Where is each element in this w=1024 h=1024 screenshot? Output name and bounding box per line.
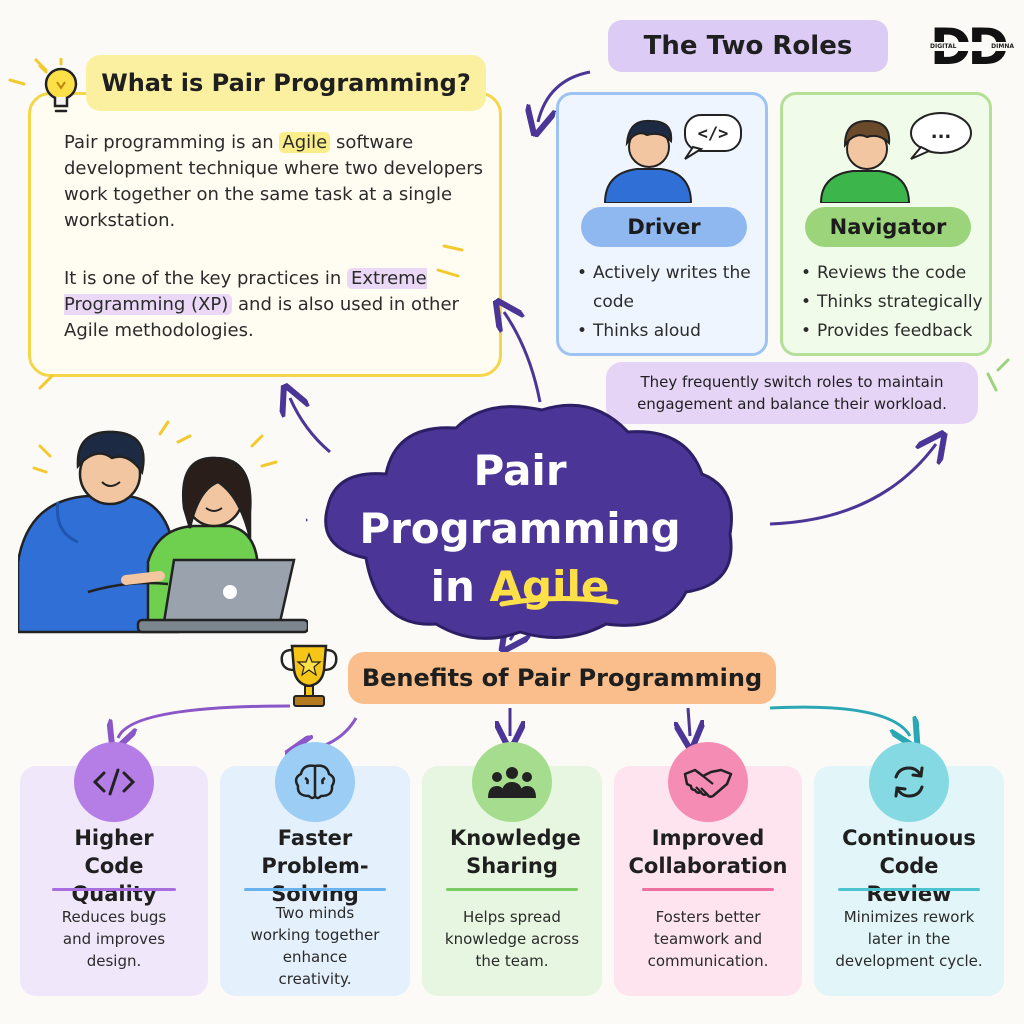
benefit-title: Higher Code Quality (71, 826, 157, 906)
agile-highlight: Agile (279, 132, 331, 153)
definition-paragraph: Pair programming is an Agile software de… (64, 130, 484, 234)
two-roles-title: The Two Roles (608, 20, 888, 72)
benefit-desc: Helps spread knowledge across the team. (444, 908, 580, 970)
lightbulb-icon (38, 58, 78, 113)
arrow-b4 (688, 707, 690, 736)
benefit-underline (446, 888, 578, 891)
navigator-list: Reviews the code Thinks strategically Pr… (799, 259, 983, 346)
benefit-desc: Minimizes rework later in the developmen… (835, 908, 983, 970)
benefit-title: Faster Problem-Solving (261, 826, 369, 906)
handshake-icon (668, 742, 748, 822)
xp-text-a: It is one of the key practices in (64, 268, 347, 289)
what-is-panel (28, 92, 502, 377)
navigator-label: Navigator (805, 207, 971, 247)
driver-bubble-text: </> (698, 124, 729, 144)
arrow-b1 (118, 704, 291, 738)
navigator-avatar-icon: ... (819, 112, 972, 203)
brain-icon (275, 742, 355, 822)
driver-item: Thinks aloud (575, 317, 763, 346)
definition-text-a: Pair programming is an (64, 132, 280, 153)
benefit-card-knowledge-sharing: Knowledge Sharing Helps spread knowledge… (422, 742, 602, 996)
benefit-title: Knowledge Sharing (450, 826, 581, 878)
logo-subtext: DIGITAL DIMNA (930, 42, 1014, 51)
benefit-underline (52, 888, 176, 891)
role-switch-note: They frequently switch roles to maintain… (606, 362, 978, 424)
xp-paragraph: It is one of the key practices in Extrem… (64, 266, 484, 344)
benefit-desc: Reduces bugs and improves design. (61, 908, 167, 970)
people-icon (472, 742, 552, 822)
benefit-card-code-quality: Higher Code Quality Reduces bugs and imp… (20, 742, 208, 996)
logo-left-word: DIGITAL (930, 43, 957, 50)
driver-list: Actively writes the code Thinks aloud (575, 259, 763, 346)
navigator-item: Thinks strategically (799, 288, 983, 317)
xp-text-b: and is also used in other Agile methodol… (64, 294, 459, 341)
benefit-title: Continuous Code Review (842, 826, 976, 906)
benefit-underline (244, 888, 386, 891)
benefit-card-code-review: Continuous Code Review Minimizes rework … (814, 742, 1004, 996)
digital-dimna-logo: DD DIGITAL DIMNA (930, 22, 1014, 76)
benefit-desc: Two minds working together enhance creat… (250, 904, 380, 988)
center-title-line2: in Agile (320, 558, 720, 616)
trophy-icon (280, 644, 338, 707)
definition-text-b: software development technique where two… (64, 132, 483, 231)
what-is-title: What is Pair Programming? (86, 55, 486, 111)
driver-label: Driver (581, 207, 747, 247)
navigator-item: Reviews the code (799, 259, 983, 288)
center-title-in: in (430, 562, 490, 611)
center-cloud (306, 403, 733, 640)
logo-right-word: DIMNA (991, 43, 1014, 50)
benefits-title: Benefits of Pair Programming (348, 652, 776, 704)
driver-card: </> Driver Actively writes the code Thin… (556, 92, 768, 356)
benefit-desc: Fosters better teamwork and communicatio… (647, 908, 769, 970)
benefit-underline (642, 888, 774, 891)
center-title: Pair Programming in Agile (320, 442, 720, 616)
arrow-b5 (769, 705, 910, 736)
center-title-line1: Pair Programming (359, 446, 681, 553)
benefit-underline (838, 888, 980, 891)
center-title-agile: Agile (489, 562, 610, 611)
navigator-item: Provides feedback (799, 317, 983, 346)
driver-avatar-icon: </> (603, 114, 742, 203)
benefit-card-problem-solving: Faster Problem-Solving Two minds working… (220, 742, 410, 996)
navigator-card: ... Navigator Reviews the code Thinks st… (780, 92, 992, 356)
pair-programmers-illustration (18, 430, 308, 634)
arrow-to-switch (769, 444, 936, 526)
sync-icon (869, 742, 949, 822)
benefit-title: Improved Collaboration (628, 826, 788, 878)
navigator-bubble-text: ... (931, 122, 952, 143)
driver-item: Actively writes the code (575, 259, 763, 317)
code-icon (74, 742, 154, 822)
benefit-card-collaboration: Improved Collaboration Fosters better te… (614, 742, 802, 996)
